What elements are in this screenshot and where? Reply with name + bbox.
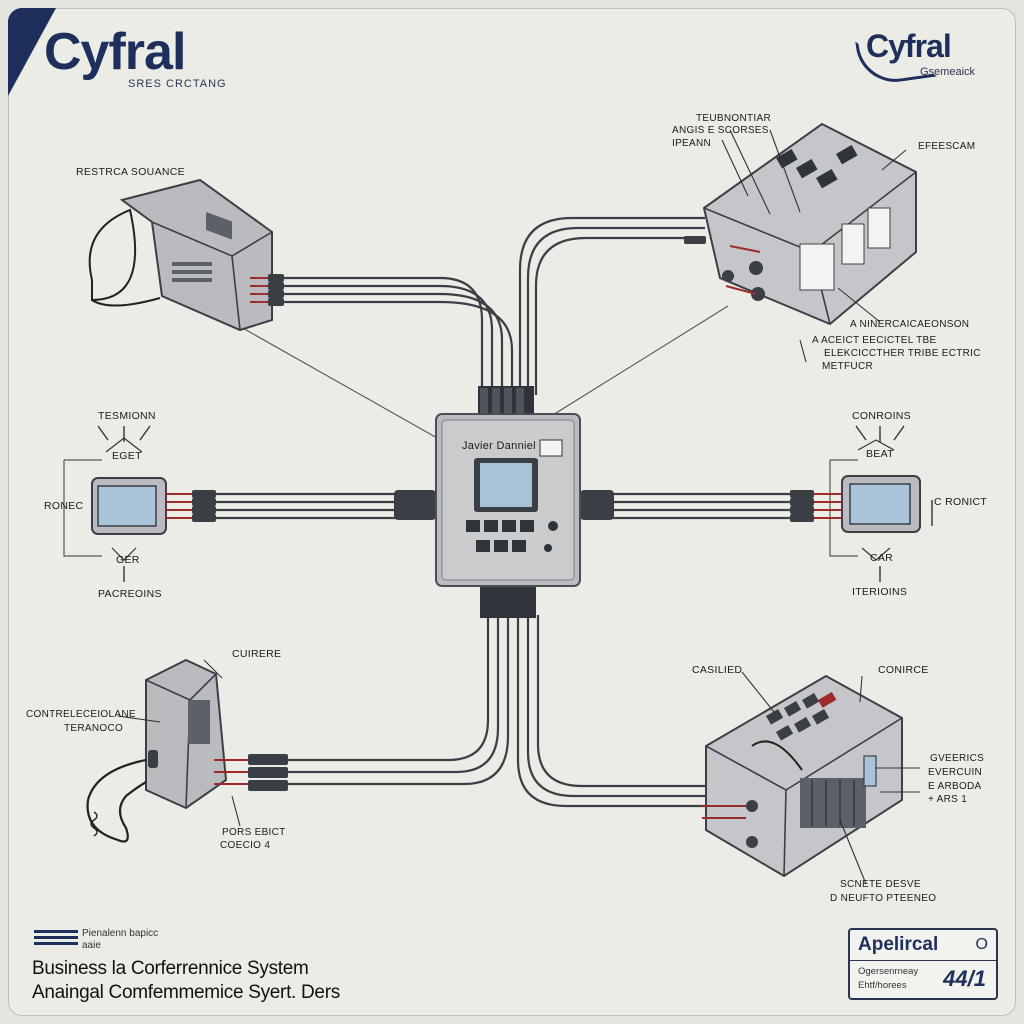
cable-to-bottom-left — [285, 615, 510, 786]
speaker-handset-icon[interactable] — [88, 178, 284, 332]
label-cuirere: CUIRERE — [232, 648, 282, 660]
label-efeescam: EFEESCAM — [918, 141, 976, 152]
footer-subtitle: Anaingal Comfemmemice Syert. Ders — [32, 982, 340, 1003]
cable-to-mid-left — [215, 492, 400, 520]
label-restrca-souance: RESTRCA SOUANCE — [76, 166, 185, 178]
monitor-terminal-icon[interactable] — [63, 425, 216, 582]
label-ronec: RONEC — [44, 500, 84, 512]
label-ger: GER — [116, 554, 140, 566]
label-aceict: A ACEICT EECICTEL TBE — [812, 335, 937, 346]
label-e-arboda: E ARBODA — [928, 781, 982, 792]
label-ninercaicaeonson: A NINERCAICAEONSON — [850, 319, 970, 330]
badge-line-2: Ehtf/horees — [858, 980, 907, 991]
label-ipeann: IPEANN — [672, 138, 712, 149]
brand-logo-subtitle: SRES CRCTANG — [128, 78, 227, 90]
label-angis: ANGIS E SCORSES — [672, 125, 769, 136]
label-ars: + ARS 1 — [928, 794, 968, 805]
central-panel-label: Javier Danniel — [462, 440, 536, 452]
monitor-terminal-icon[interactable] — [790, 425, 933, 582]
label-conroins: CONROINS — [852, 410, 911, 422]
label-iterioins: ITERIOINS — [852, 586, 908, 598]
brand-logo: Cyfral — [44, 23, 186, 81]
badge-title: Apelircal — [858, 934, 939, 955]
label-neufto-pteeneo: D NEUFTO PTEENEO — [830, 893, 937, 904]
central-control-unit[interactable] — [394, 386, 614, 618]
label-beat: BEAT — [866, 448, 894, 460]
cable-to-top-right — [518, 216, 705, 395]
badge-divider — [850, 960, 996, 961]
label-teranoco: TERANOCO — [64, 723, 124, 734]
badge-symbol: O — [975, 936, 988, 953]
label-scnete-desve: SCNETE DESVE — [840, 879, 921, 890]
label-c-ronict: C RONICT — [934, 496, 988, 508]
label-teubnontiar: TEUBNONTIAR — [696, 113, 771, 124]
leader-lines — [231, 305, 729, 453]
label-pors-ebict: PORS EBICT — [222, 827, 286, 838]
badge-number: 44/1 — [943, 966, 986, 991]
info-badge: Apelircal O Ogersenrneay Ehtf/horees 44/… — [848, 928, 998, 1000]
label-car: CAR — [870, 552, 894, 564]
label-conirce: CONIRCE — [878, 664, 929, 676]
callout-leaders — [117, 129, 920, 885]
footer-title: Business la Corferrennice System — [32, 958, 309, 979]
label-gveerics: GVEERICS — [930, 753, 985, 764]
cable-to-bottom-right — [516, 615, 740, 808]
keypad-box-icon[interactable] — [702, 674, 903, 878]
label-casilied: CASILIED — [692, 664, 743, 676]
label-elekcicc: ELEKCICCTHER TRIBE ECTRIC — [824, 348, 981, 359]
label-eget: EGET — [112, 450, 142, 462]
corner-accent — [8, 8, 56, 96]
relay-box-icon[interactable] — [684, 122, 917, 326]
label-tesmionn: TESMIONN — [98, 410, 156, 422]
footer-note: Pienalenn bapicc — [82, 928, 159, 939]
label-evercuin: EVERCUIN — [928, 767, 983, 778]
footer-note-bars — [34, 930, 78, 948]
badge-line-1: Ogersenrneay — [858, 966, 919, 977]
label-contreleceiolane: CONTRELECEIOLANE — [26, 709, 136, 720]
corner-logo-subtitle: Gsemeaick — [920, 66, 976, 78]
cable-to-mid-right — [612, 492, 795, 520]
cable-to-top-left — [275, 276, 514, 395]
label-metfucr: METFUCR — [822, 361, 873, 372]
label-coecio: COECIO 4 — [220, 840, 271, 851]
footer-note-sub: aaie — [82, 940, 101, 951]
corner-logo-text: Cyfral — [866, 28, 952, 64]
telephone-handset-icon[interactable] — [86, 658, 288, 843]
corner-logo: Cyfral Gsemeaick — [855, 28, 998, 88]
label-pacreoins: PACREOINS — [98, 588, 162, 600]
